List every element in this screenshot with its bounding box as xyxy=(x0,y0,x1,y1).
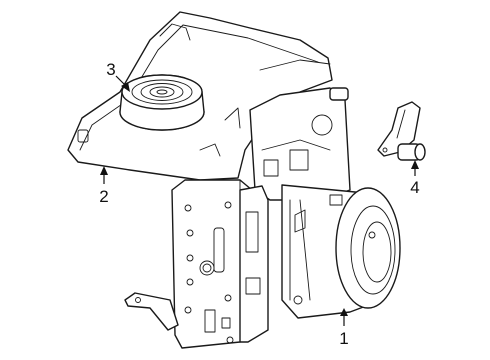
callout-1-label: 1 xyxy=(339,329,348,348)
callout-1: 1 xyxy=(339,308,349,348)
hydraulic-unit xyxy=(124,87,401,349)
sensor xyxy=(377,101,426,161)
callout-3-label: 3 xyxy=(106,60,115,79)
callout-2-label: 2 xyxy=(99,187,108,206)
callout-3: 3 xyxy=(106,60,130,92)
callout-4: 4 xyxy=(410,160,420,197)
callout-2: 2 xyxy=(99,166,109,206)
insulator xyxy=(119,74,205,131)
callout-4-label: 4 xyxy=(410,178,419,197)
